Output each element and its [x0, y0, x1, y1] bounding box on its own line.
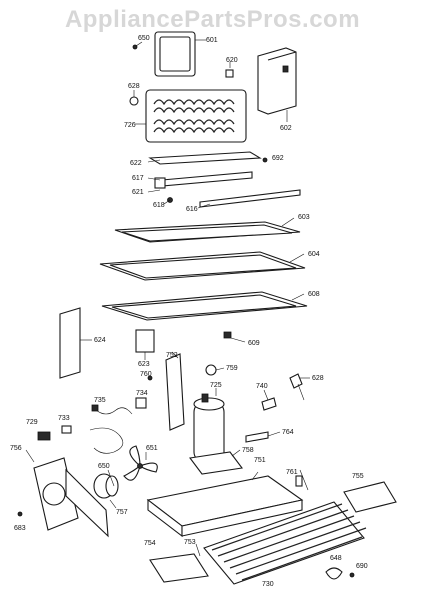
label-729: 729 [26, 419, 38, 426]
label-758: 758 [242, 447, 254, 454]
label-621: 621 [132, 189, 144, 196]
label-735: 735 [94, 397, 106, 404]
capacitor-729[interactable] [37, 431, 51, 441]
panel-623[interactable] [135, 329, 155, 353]
fan-motor-650[interactable] [93, 473, 119, 499]
duct-624[interactable] [59, 307, 81, 379]
terminal-733[interactable] [61, 425, 72, 434]
cover-602[interactable] [257, 47, 297, 115]
relay-740[interactable] [261, 397, 277, 411]
grommet-759[interactable] [205, 364, 217, 376]
thermostat-628[interactable] [289, 373, 305, 401]
watermark: AppliancePartsPros.com [64, 6, 361, 33]
label-620: 620 [226, 57, 238, 64]
harness-735[interactable] [91, 404, 133, 415]
mount-758[interactable] [189, 451, 243, 475]
label-754: 754 [144, 540, 156, 547]
label-609: 609 [248, 340, 260, 347]
connector-734[interactable] [135, 397, 147, 409]
knob-628[interactable] [129, 96, 139, 106]
label-628: 628 [128, 83, 140, 90]
pad-755[interactable] [343, 481, 397, 513]
shelf-603-inner [121, 224, 293, 242]
label-756: 756 [10, 445, 22, 452]
label-690: 690 [356, 563, 368, 570]
drain-648[interactable] [325, 567, 343, 580]
label-755: 755 [352, 473, 364, 480]
screw-690[interactable] [349, 572, 355, 578]
label-752: 752 [166, 352, 178, 359]
label-740: 740 [256, 383, 268, 390]
label-760: 760 [140, 371, 152, 378]
label-761: 761 [286, 469, 298, 476]
tray-608-inner [111, 294, 297, 319]
label-628b: 628 [312, 375, 324, 382]
shelf-604-inner [109, 254, 297, 279]
label-734: 734 [136, 390, 148, 397]
label-733: 733 [58, 415, 70, 422]
condenser-730[interactable] [203, 501, 367, 585]
label-604: 604 [308, 251, 320, 258]
label-650-top: 650 [138, 35, 150, 42]
label-624: 624 [94, 337, 106, 344]
label-617: 617 [132, 175, 144, 182]
label-692: 692 [272, 155, 284, 162]
evaporator-726[interactable] [145, 89, 247, 143]
clip-620[interactable] [225, 69, 234, 78]
screw-683[interactable] [17, 511, 23, 517]
pad-754[interactable] [149, 553, 209, 583]
label-757: 757 [116, 509, 128, 516]
baffle-757[interactable] [65, 468, 109, 538]
rail-616[interactable] [199, 189, 301, 208]
frame-gasket-601[interactable] [154, 31, 196, 77]
label-601: 601 [206, 37, 218, 44]
screw-650-top[interactable] [132, 41, 143, 50]
label-725: 725 [210, 382, 222, 389]
plate-622[interactable] [148, 151, 262, 165]
label-623: 623 [138, 361, 150, 368]
label-726: 726 [124, 122, 136, 129]
label-764: 764 [282, 429, 294, 436]
base-pan-751[interactable] [146, 475, 304, 538]
label-683: 683 [14, 525, 26, 532]
bracket-752[interactable] [165, 353, 185, 431]
wire-loop[interactable] [89, 427, 124, 454]
screw-692[interactable] [262, 157, 268, 163]
label-751: 751 [254, 457, 266, 464]
label-650: 650 [98, 463, 110, 470]
label-602: 602 [280, 125, 292, 132]
label-759: 759 [226, 365, 238, 372]
label-651: 651 [146, 445, 158, 452]
leader-lines [25, 39, 310, 557]
label-603: 603 [298, 214, 310, 221]
plate-764[interactable] [245, 431, 269, 443]
fan-blade-651[interactable] [123, 445, 158, 481]
drier-761[interactable] [295, 469, 309, 491]
label-622: 622 [130, 160, 142, 167]
label-618: 618 [153, 202, 165, 209]
label-648: 648 [330, 555, 342, 562]
label-616: 616 [186, 206, 198, 213]
clip-609[interactable] [223, 331, 232, 339]
label-608: 608 [308, 291, 320, 298]
label-753: 753 [184, 539, 196, 546]
screw-760[interactable] [147, 375, 153, 381]
compressor-725[interactable] [193, 393, 225, 463]
bracket-621[interactable] [154, 171, 253, 189]
label-730: 730 [262, 581, 274, 588]
